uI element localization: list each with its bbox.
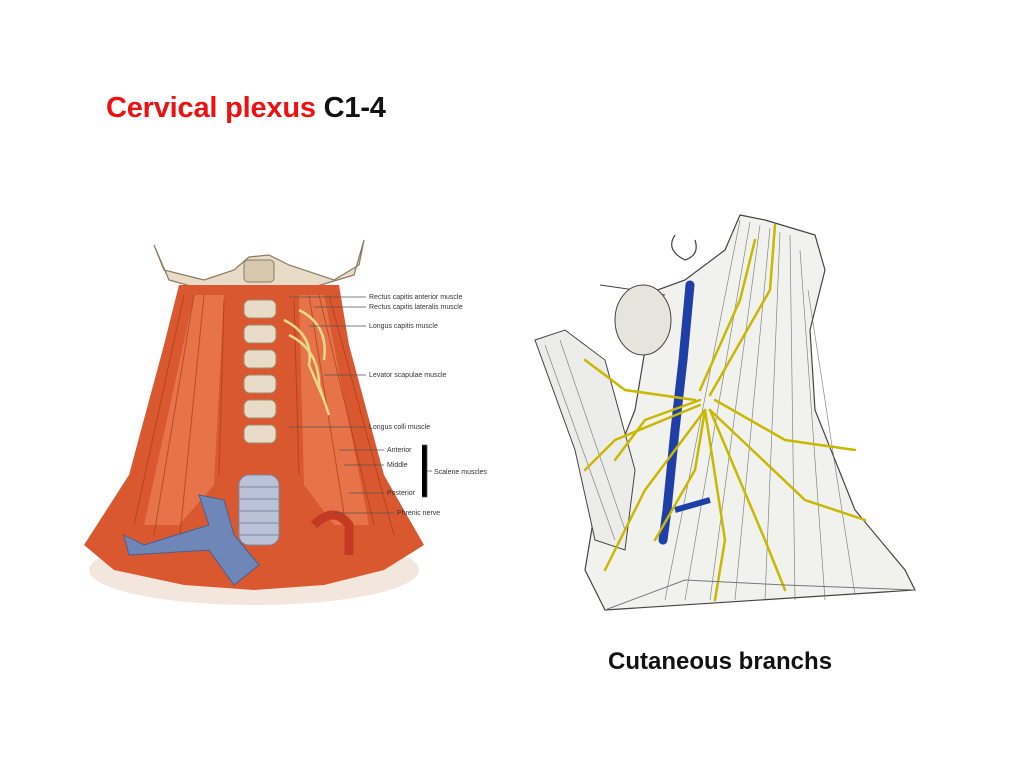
leader-lines xyxy=(289,296,432,514)
cervical-vertebrae xyxy=(243,299,277,444)
neck-outline xyxy=(584,214,916,611)
muscle-highlight xyxy=(299,295,369,525)
trachea xyxy=(238,474,280,546)
label-middle: Middle xyxy=(387,462,408,469)
label-phrenic-nerve: Phrenic nerve xyxy=(397,510,440,517)
muscle-fibres xyxy=(544,219,856,601)
label-levator-scapulae: Levator scapulae muscle xyxy=(369,372,447,379)
cervical-plexus-nerves xyxy=(283,308,331,416)
cutaneous-branches-illustration xyxy=(534,214,916,611)
cutaneous-nerves xyxy=(583,223,867,602)
deep-neck-muscles-illustration: Rectus capitis anterior muscle Rectus ca… xyxy=(84,239,487,605)
label-longus-colli: Longus colli muscle xyxy=(369,424,430,431)
title-highlight: Cervical plexus xyxy=(106,92,316,124)
label-rectus-capitis-lateralis: Rectus capitis lateralis muscle xyxy=(369,304,463,311)
ear-outline xyxy=(671,234,697,261)
muscle-highlight xyxy=(144,295,224,525)
figure-caption: Cutaneous branchs xyxy=(608,648,833,675)
parotid-gland xyxy=(614,284,672,356)
strap-muscles xyxy=(534,329,636,551)
label-rectus-capitis-anterior: Rectus capitis anterior muscle xyxy=(369,294,462,301)
brachiocephalic-vein xyxy=(123,494,260,586)
title-suffix: C1-4 xyxy=(323,92,386,124)
label-scalene-muscles: Scalene muscles xyxy=(434,469,487,476)
label-longus-capitis: Longus capitis muscle xyxy=(369,323,438,330)
clavicle-region xyxy=(604,579,916,611)
slide-title: Cervical plexus C1-4 xyxy=(106,92,386,125)
muscle-fibres xyxy=(133,294,395,546)
label-anterior: Anterior xyxy=(387,447,412,454)
label-posterior: Posterior xyxy=(387,490,416,497)
jugular-branch xyxy=(674,497,711,513)
foramen-magnum xyxy=(243,259,275,283)
artery xyxy=(310,510,354,555)
